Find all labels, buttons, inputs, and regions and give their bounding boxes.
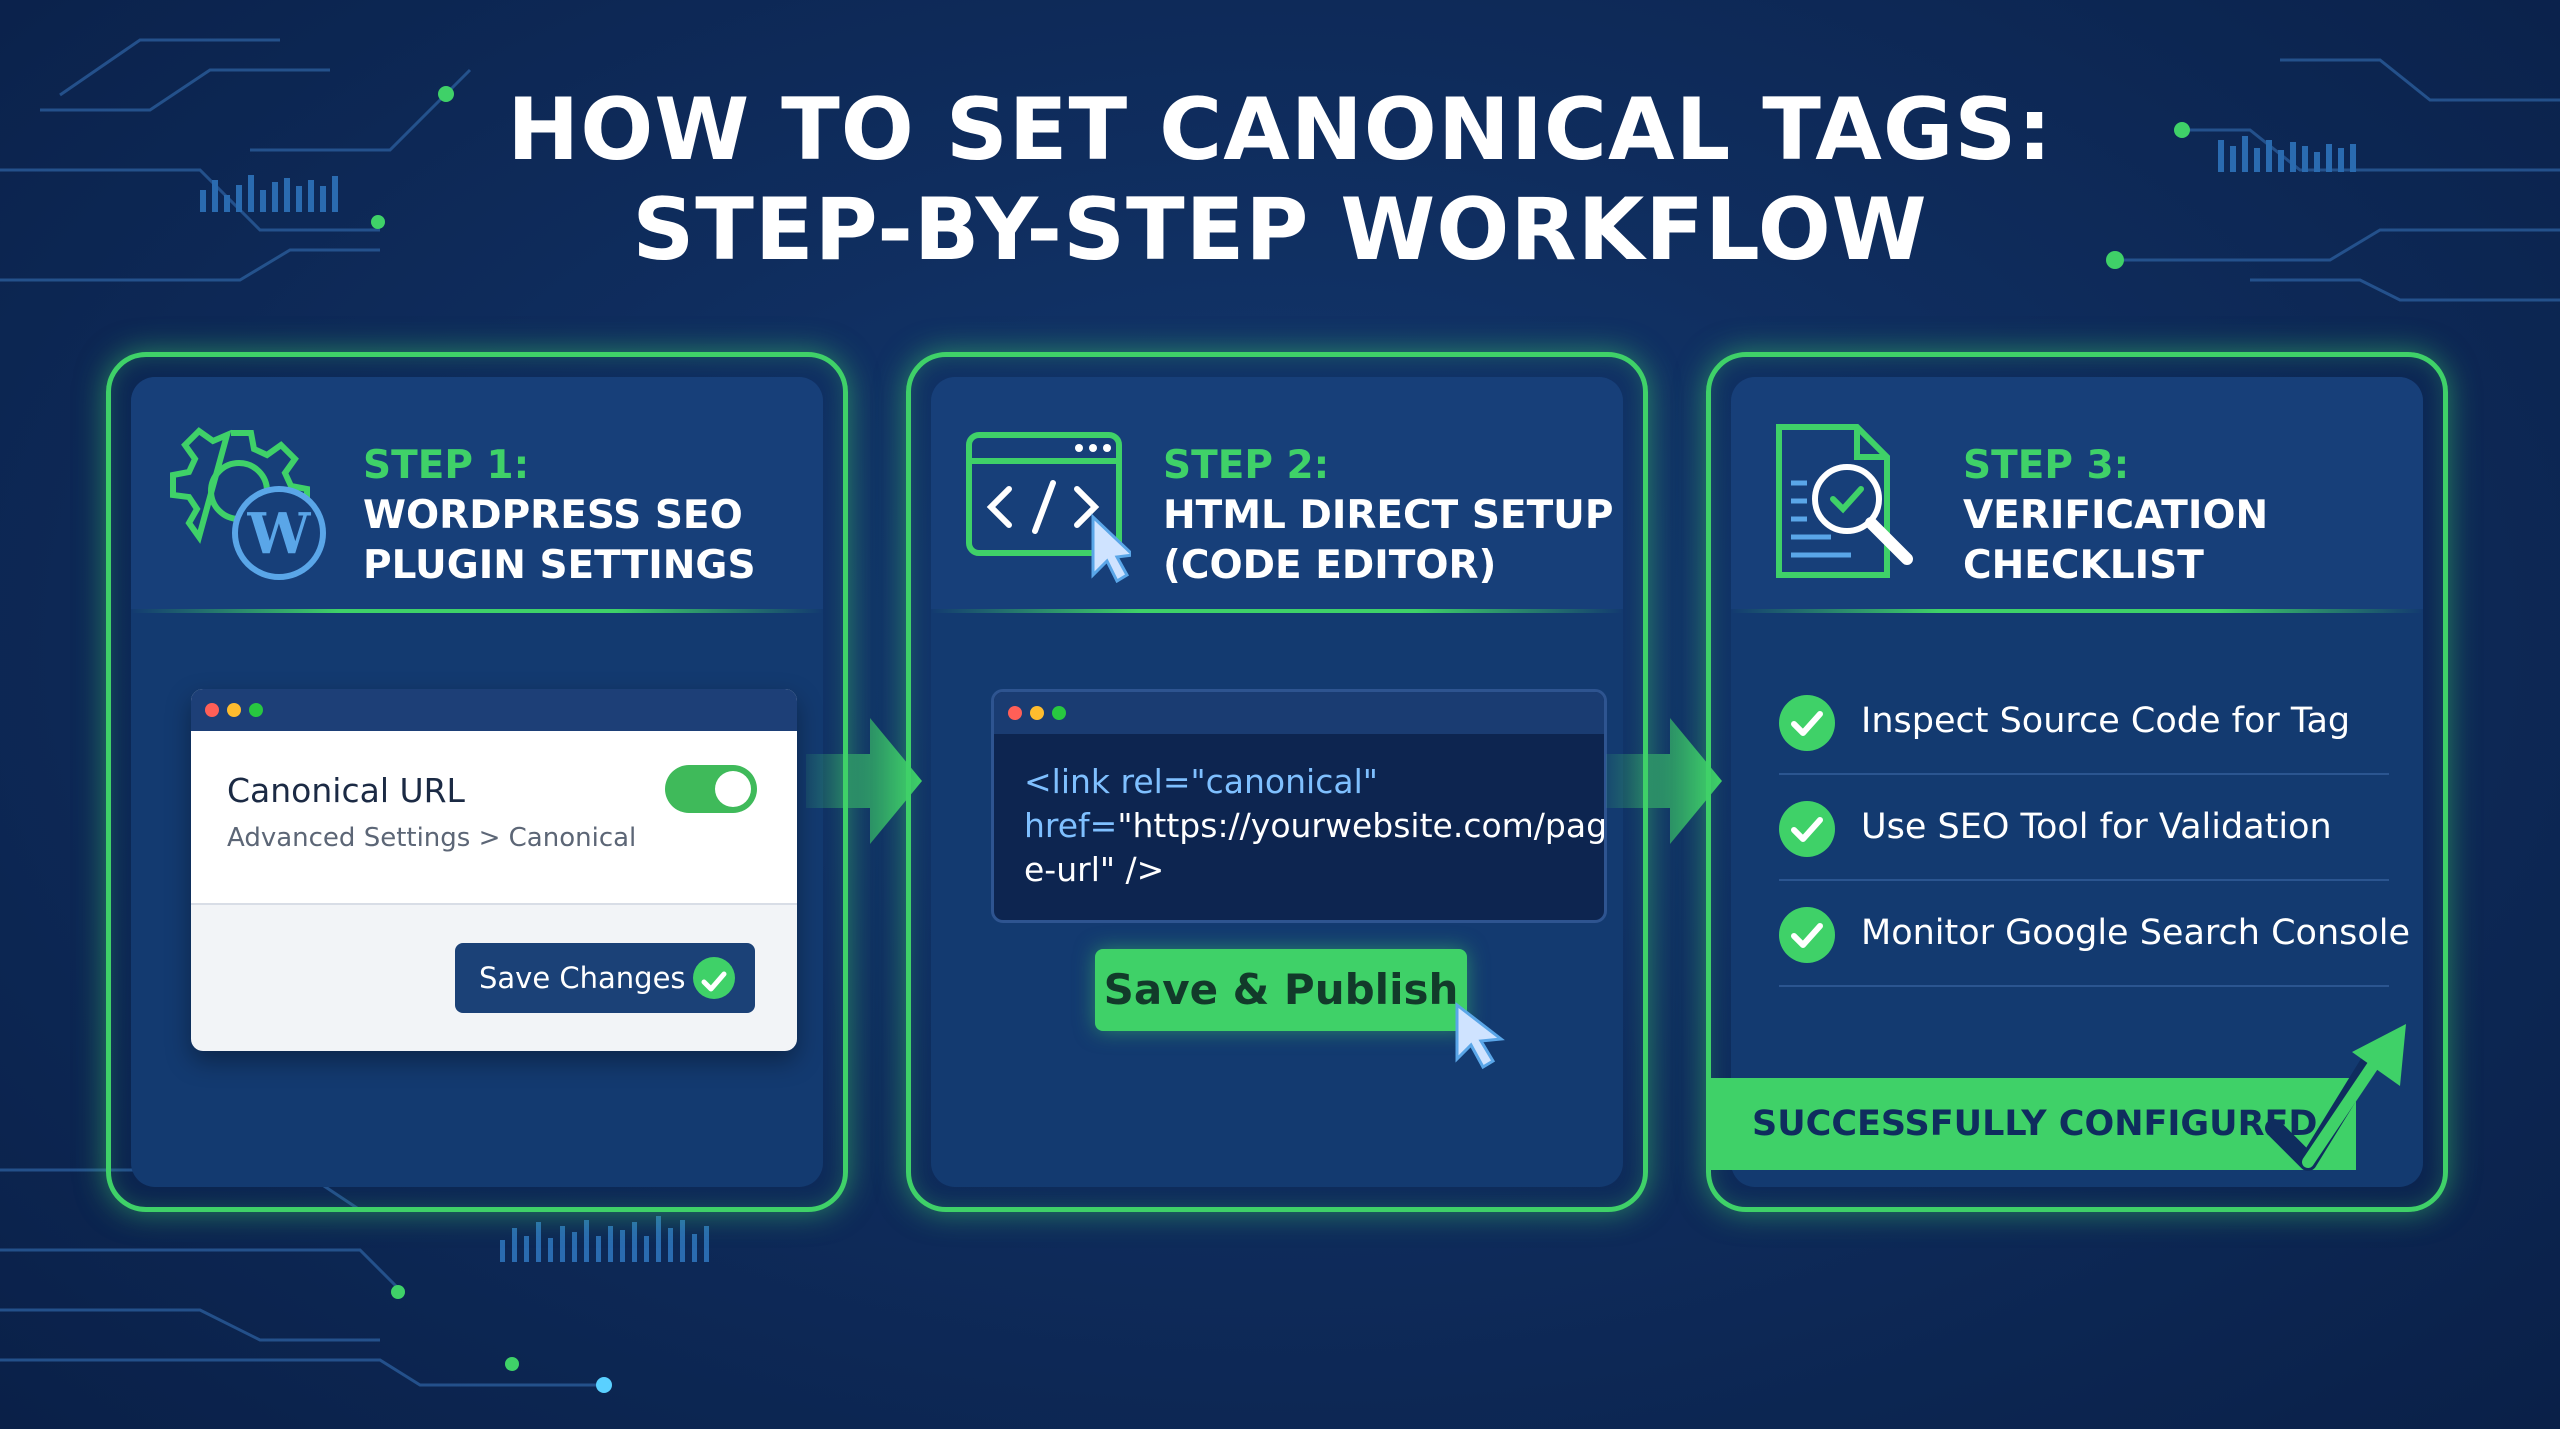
settings-breadcrumb: Advanced Settings > Canonical [227,823,637,853]
step-2-label: STEP 2: [1163,443,1330,488]
step-3-panel-inner: STEP 3: VERIFICATION CHECKLIST Inspect S… [1731,377,2423,1187]
step-1-label: STEP 1: [363,443,530,488]
page-title-line-2: STEP-BY-STEP WORKFLOW [632,180,1928,280]
toggle-knob [715,771,751,807]
save-publish-button[interactable]: Save & Publish [1095,949,1467,1031]
step-2-header: STEP 2: HTML DIRECT SETUP (CODE EDITOR) [931,377,1623,609]
checklist-item: Use SEO Tool for Validation [1779,773,2389,881]
close-dot-icon [205,703,219,717]
code-line-1: <link rel="canonical" [1024,762,1378,801]
plugin-settings-window: Canonical URL Advanced Settings > Canoni… [191,689,797,1051]
code-editor-window: <link rel="canonical" href="https://your… [991,689,1607,923]
code-href-value: "https://yourwebsite.com/pag [1117,806,1607,845]
svg-text:W: W [247,501,312,567]
check-icon [1779,907,1835,963]
checklist-item-label: Use SEO Tool for Validation [1861,807,2332,847]
step-2-panel-inner: STEP 2: HTML DIRECT SETUP (CODE EDITOR) … [931,377,1623,1187]
page-title-line-1: HOW TO SET CANONICAL TAGS: [507,80,2053,180]
gear-wordpress-icon: W [170,427,326,580]
step-1-title-line-1: WORDPRESS SEO [363,493,743,538]
canonical-code-snippet[interactable]: <link rel="canonical" href="https://your… [1024,760,1604,892]
save-changes-label: Save Changes [479,961,686,995]
arrow-right-icon [806,718,922,844]
save-changes-button[interactable]: Save Changes [455,943,755,1013]
window-titlebar [994,692,1604,734]
maximize-dot-icon [1052,706,1066,720]
window-titlebar [191,689,797,731]
checklist-item-label: Inspect Source Code for Tag [1861,701,2351,741]
check-arrow-icon [2265,1024,2406,1171]
minimize-dot-icon [1030,706,1044,720]
step-3-heading: STEP 3: VERIFICATION CHECKLIST [1963,441,2268,591]
step-2-heading: STEP 2: HTML DIRECT SETUP (CODE EDITOR) [1163,441,1613,591]
step-1-heading: STEP 1: WORDPRESS SEO PLUGIN SETTINGS [363,441,756,591]
check-icon [693,957,735,999]
checklist-item-label: Monitor Google Search Console [1861,913,2411,953]
step-3-panel: STEP 3: VERIFICATION CHECKLIST Inspect S… [1706,352,2448,1212]
check-icon [1779,801,1835,857]
mouse-cursor-icon [1455,1001,1505,1070]
code-line-3: e-url" /> [1024,850,1165,889]
page-title: HOW TO SET CANONICAL TAGS: STEP-BY-STEP … [0,80,2560,280]
header-divider [131,609,823,613]
code-window-icon [966,432,1131,583]
header-divider [931,609,1623,613]
success-banner [1706,1078,2356,1170]
step-3-label: STEP 3: [1963,443,2130,488]
header-divider [1731,609,2423,613]
code-line-2: href="https://yourwebsite.com/pag [1024,804,1604,848]
step-3-title-line-1: VERIFICATION [1963,493,2269,538]
step-3-title-line-2: CHECKLIST [1963,543,2204,588]
step-1-panel: W STEP 1: WORDPRESS SEO PLUGIN SETTINGS … [106,352,848,1212]
step-2-title-line-2: (CODE EDITOR) [1163,543,1497,588]
success-label: SUCCESSFULLY CONFIGURED [1752,1104,2318,1144]
step-3-header: STEP 3: VERIFICATION CHECKLIST [1731,377,2423,609]
minimize-dot-icon [227,703,241,717]
code-href-attr: href= [1024,806,1118,845]
step-1-panel-inner: W STEP 1: WORDPRESS SEO PLUGIN SETTINGS … [131,377,823,1187]
step-2-panel: STEP 2: HTML DIRECT SETUP (CODE EDITOR) … [906,352,1648,1212]
step-2-title-line-1: HTML DIRECT SETUP [1163,493,1614,538]
checklist-item: Monitor Google Search Console [1779,879,2410,987]
canonical-url-toggle[interactable] [665,765,757,813]
step-1-header: W STEP 1: WORDPRESS SEO PLUGIN SETTINGS [131,377,823,609]
arrow-right-icon [1606,718,1722,844]
document-magnifier-icon [1776,424,1913,578]
check-icon [1779,695,1835,751]
step-1-title-line-2: PLUGIN SETTINGS [363,543,756,588]
checklist-item: Inspect Source Code for Tag [1779,667,2389,775]
close-dot-icon [1008,706,1022,720]
canonical-url-label: Canonical URL [227,771,465,810]
canonical-url-setting: Canonical URL Advanced Settings > Canoni… [191,731,797,905]
maximize-dot-icon [249,703,263,717]
